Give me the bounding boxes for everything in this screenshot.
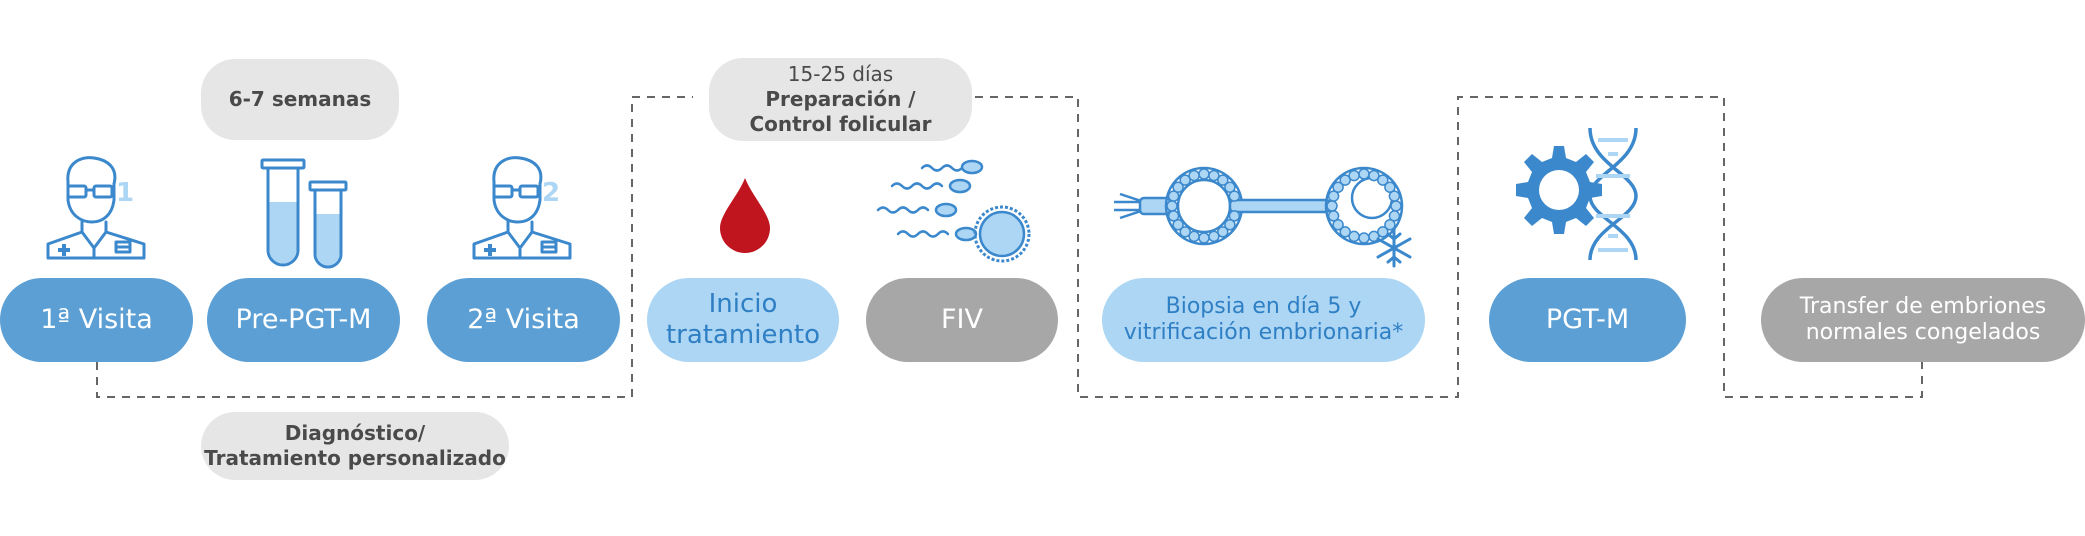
embryo-cell [1348,169,1360,182]
step-fiv: FIV [866,278,1058,362]
snowflake-icon [1376,228,1412,268]
embryo-cell [1167,190,1180,202]
step-transfer: Transfer de embriones normales congelado… [1761,278,2085,362]
embryo-cell [1208,230,1220,243]
embryo-biopsy-icon [1114,166,1404,246]
note-diagnosis: Diagnóstico/ Tratamiento personalizado [201,412,509,480]
embryo-cell [1332,219,1344,231]
embryo-cell [1327,210,1340,222]
embryo-cell [1358,168,1370,180]
step-segunda-visita-label: 2ª Visita [467,303,580,335]
embryo-cell [1188,169,1200,182]
note-preparation: 15-25 días Preparación / Control folicul… [709,58,972,141]
embryo-cell [1339,226,1351,238]
step-biopsia: Biopsia en día 5 y vitrificación embrion… [1102,278,1425,362]
doctor-icon [46,156,146,260]
note-preparation-line2: Control folicular [749,112,932,136]
step-segunda-visita: 2ª Visita [427,278,620,362]
step-pgt-m: PGT-M [1489,278,1686,362]
embryo-cell [1167,210,1180,222]
embryo-cell [1217,174,1229,186]
embryo-cell [1198,232,1210,244]
step-fiv-label: FIV [941,303,983,335]
embryo-cell [1388,210,1401,222]
note-weeks-text: 6-7 semanas [228,87,372,111]
test-tubes-icon [260,158,348,269]
embryo-cell [1172,181,1184,193]
doctor-icon [472,156,572,260]
embryo-cell [1368,169,1380,182]
embryo-cell [1384,219,1396,231]
embryo-cell [1384,181,1396,193]
step-transfer-line2: normales congelados [1805,320,2041,345]
embryo-cell [1390,200,1402,212]
step-pgt-m-label: PGT-M [1545,303,1630,335]
embryo-cell [1208,169,1220,182]
step-pre-pgt-m: Pre-PGT-M [207,278,400,362]
step-inicio-line1: Inicio [708,288,778,319]
embryo-cell [1228,210,1241,222]
step-inicio-tratamiento: Inicio tratamiento [647,278,839,362]
embryo-cell [1188,230,1200,243]
embryo-cell [1179,174,1191,186]
step-pre-pgt-m-label: Pre-PGT-M [235,303,372,335]
doctor-badge-1: 1 [116,178,135,208]
step-primera-visita-label: 1ª Visita [40,303,153,335]
embryo-cell [1388,190,1401,202]
gear-dna-icon [1516,127,1638,261]
sperm-egg-icon [876,159,1031,263]
note-days-text: 15-25 días [787,62,894,86]
embryo-cell [1327,190,1340,202]
embryo-cell [1172,219,1184,231]
embryo-cell [1217,226,1229,238]
embryo-cell [1228,190,1241,202]
note-duration-weeks: 6-7 semanas [201,59,399,140]
embryo-cell [1179,226,1191,238]
embryo-cell [1377,174,1389,186]
note-diagnosis-line2: Tratamiento personalizado [204,446,506,470]
step-biopsia-line2: vitrificación embrionaria* [1123,320,1404,345]
embryo-cell [1198,168,1210,180]
step-inicio-line2: tratamiento [665,320,821,350]
embryo-cell [1166,200,1178,212]
embryo-cell [1326,200,1338,212]
embryo-cell [1377,226,1389,238]
step-primera-visita: 1ª Visita [0,278,193,362]
blood-drop-icon [720,178,770,253]
note-diagnosis-line1: Diagnóstico/ [284,421,426,445]
embryo-cell [1224,181,1236,193]
step-transfer-line1: Transfer de embriones [1799,293,2047,319]
embryo-cell [1358,232,1370,244]
note-preparation-line1: Preparación / [765,87,916,111]
embryo-cell [1224,219,1236,231]
embryo-cell [1348,230,1360,243]
embryo-cell [1332,181,1344,193]
embryo-cell [1339,174,1351,186]
doctor-badge-2: 2 [542,178,561,208]
step-biopsia-line1: Biopsia en día 5 y [1165,293,1362,319]
